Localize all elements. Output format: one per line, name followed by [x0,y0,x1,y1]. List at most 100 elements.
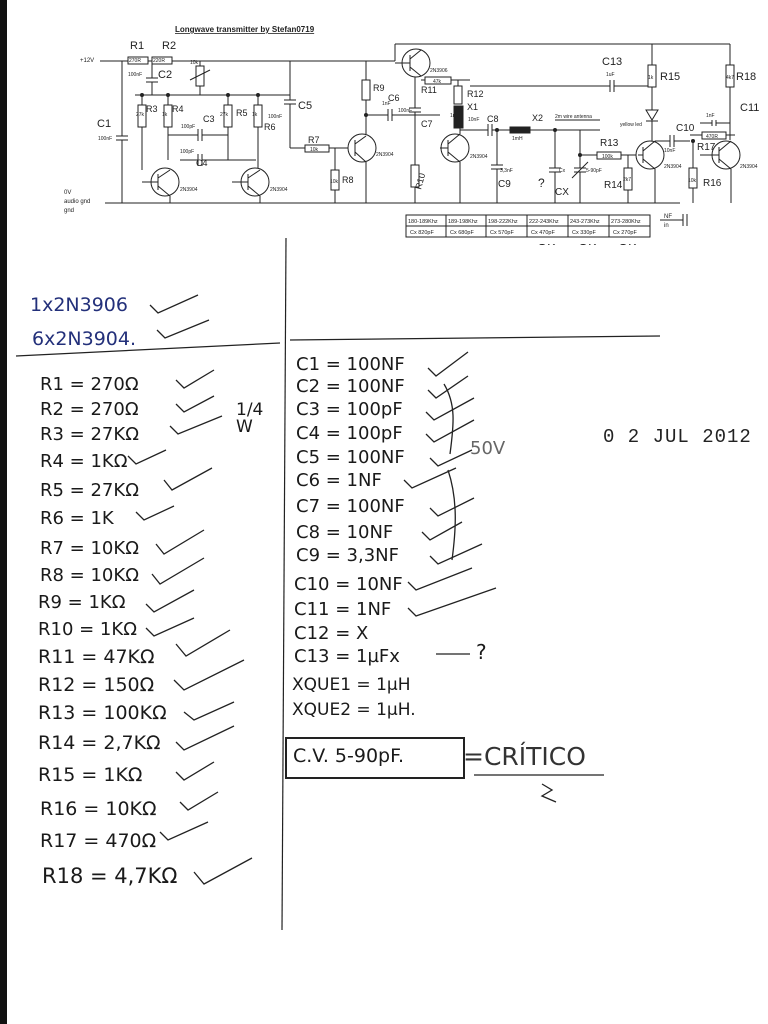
hw-c13: C13 [602,56,622,68]
capacitor-item: C10 = 10NF [294,574,403,595]
scan-edge [0,0,7,1024]
hw-x2: X2 [532,113,543,123]
q5-type: 2N3904 [470,154,488,160]
inductor-item: XQUE1 = 1µH [292,675,411,695]
resistor-item: R8 = 10KΩ [40,565,139,586]
table-header-cell: 180-189Khz [408,219,438,225]
c6-value: 1nF [382,101,391,107]
hw-r11: R11 [421,85,437,95]
hw-c7: C7 [421,119,433,129]
resistor-item: R13 = 100KΩ [38,702,167,724]
r1-value: 270R [129,58,141,64]
q2-type: 2N3904 [270,187,288,193]
q6-type: 2N3904 [664,164,682,170]
r8-value: 10k [330,179,339,185]
resistor-item: R11 = 47KΩ [38,646,155,668]
check-marks [127,294,604,885]
hw-r9: R9 [373,83,385,93]
table-value-cell: Cx 570pF [490,230,514,236]
hw-c11: C11 [740,102,759,114]
q1-type: 2N3904 [180,187,198,193]
supply-label: +12V [80,58,94,64]
hw-r4: R4 [172,104,184,114]
table-header-cell: 273-280Khz [611,219,641,225]
resistor-item: R6 = 1K [40,508,114,529]
c10-value: 10nF [664,148,675,154]
ok-mark: OK [537,241,556,245]
inductor-item: XQUE2 = 1µH. [292,700,416,720]
hw-c9: C9 [498,179,511,190]
in-label: in [664,223,669,229]
c9-value: 3,3nF [500,168,513,174]
resistor-item: R16 = 10KΩ [40,798,157,820]
hw-c6: C6 [388,93,400,103]
r7-value: 10k [310,147,319,153]
q4-type: 2N3906 [430,68,448,74]
capacitor-item: C5 = 100NF [296,447,405,468]
variable-capacitor-box: C.V. 5-90pF. [285,737,465,779]
c11-value: 1nF [706,113,715,119]
table-value-cell: Cx 470pF [531,230,555,236]
resistor-item: R3 = 27KΩ [40,424,139,445]
hw-r16: R16 [703,178,722,189]
r18-value: 4k7 [726,75,734,81]
transistor-pnp: 1x2N3906 [30,294,128,316]
critical-note: =CRÍTICO [463,742,586,771]
hw-c5: C5 [298,100,312,112]
capacitor-item: C11 = 1NF [294,599,392,620]
resistor-item: R17 = 470Ω [40,830,157,852]
hw-r7: R7 [308,135,320,145]
hw-r6: R6 [264,122,276,132]
hw-cx: CX [555,187,569,198]
ok-marks: OK OK OK [537,241,637,245]
capacitor-item: C13 = 1µFx [294,646,400,667]
table-value-cell: Cx 270pF [613,230,637,236]
l1-value: 1mH [450,113,461,119]
table-value-cell: Cx 330pF [572,230,596,236]
resistor-item: R18 = 4,7KΩ [42,864,178,888]
resistor-item: R10 = 1KΩ [38,619,137,640]
r2-value: 220R [153,58,165,64]
resistor-item: R5 = 27KΩ [40,480,139,501]
c3-value: 100pF [181,124,195,130]
capacitor-item: C6 = 1NF [296,470,382,491]
led-label: yellow led [620,122,642,128]
ok-mark: OK [578,241,597,245]
hw-r18: R18 [736,71,756,83]
c4-value: 100pF [180,149,194,155]
hw-r17: R17 [697,142,716,153]
c2-value: 100nF [128,72,142,78]
schematic: Longwave transmitter by Stefan0719 +12V … [64,25,759,245]
r5-value: 27k [220,112,229,118]
hw-r8: R8 [342,175,354,185]
resistor-item: R7 = 10KΩ [40,538,139,559]
cx-value: Cx [559,168,566,174]
c13-question-mark: ? [476,640,487,664]
hw-c2: C2 [158,69,172,81]
c7-value: 100nF [398,108,412,114]
cx-table: 180-189Khz 189-198Khz 198-222Khz 222-243… [408,219,641,236]
ok-mark: OK [618,241,637,245]
hw-question: ? [538,176,545,190]
hw-r5: R5 [236,108,248,118]
ground-label: 0V [64,190,71,196]
variable-capacitor-label: C.V. 5-90pF. [293,745,405,767]
hw-r15: R15 [660,71,680,83]
capacitor-item: C7 = 100NF [296,496,405,517]
table-value-cell: Cx 680pF [450,230,474,236]
resistor-item: R14 = 2,7KΩ [38,732,161,754]
capacitor-item: C2 = 100NF [296,376,405,397]
schematic-handwriting: R1 R2 C2 C1 R3 R4 C3 C4 R5 R6 C5 R7 R8 R… [97,40,759,198]
voltage-note: 50V [470,438,506,459]
resistor-item: R2 = 270Ω [40,399,139,420]
capacitor-item: C8 = 10NF [296,522,394,543]
resistor-item: R4 = 1KΩ [40,451,128,472]
r6-value: 1k [252,112,258,118]
hw-r3: R3 [146,104,158,114]
r15-value: 1k [648,75,654,81]
date-stamp: 0 2 JUL 2012 [603,426,752,448]
cv-value: 5-90pF [586,168,602,174]
schematic-title: Longwave transmitter by Stefan0719 [175,25,315,34]
q7-type: 2N3904 [740,164,758,170]
hw-c10: C10 [676,123,695,134]
